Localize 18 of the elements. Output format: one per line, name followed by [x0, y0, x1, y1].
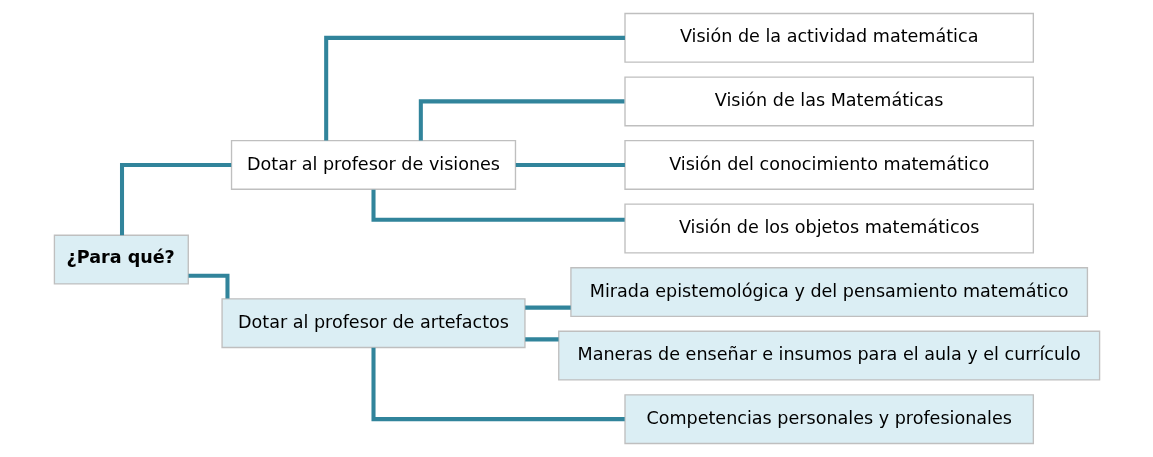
node-box: Mirada epistemológica y del pensamiento matemático [569, 267, 1088, 318]
connector [371, 189, 625, 222]
node-box: Maneras de enseñar e insumos para el aula y el currículo [557, 330, 1100, 381]
connector [418, 99, 624, 141]
connector [524, 305, 571, 310]
node-box: Visión de las Matemáticas [623, 76, 1034, 127]
node-box: Visión de la actividad matemática [623, 12, 1034, 63]
connector [515, 162, 625, 167]
node-box: Dotar al profesor de visiones [230, 139, 516, 190]
node-box: Competencias personales y profesionales [623, 394, 1034, 445]
node-box: ¿Para qué? [53, 234, 189, 285]
node-box: Visión de los objetos matemáticos [623, 203, 1034, 254]
connector [119, 162, 231, 236]
connector [323, 35, 625, 141]
connector [371, 347, 625, 422]
connector [524, 337, 559, 342]
node-box: Dotar al profesor de artefactos [220, 298, 526, 349]
node-box: Visión del conocimiento matemático [623, 139, 1034, 190]
